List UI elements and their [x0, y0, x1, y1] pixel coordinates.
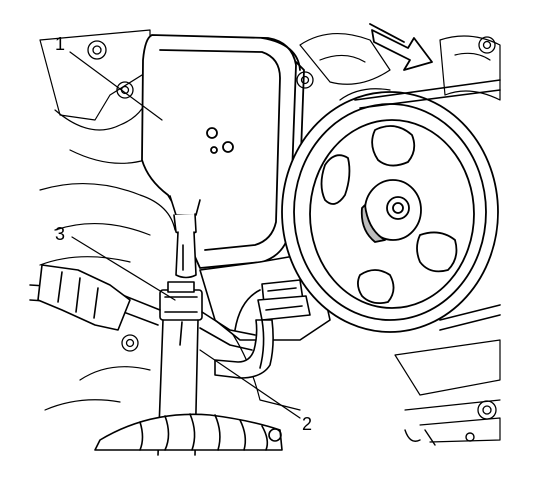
leader-line-2	[199, 349, 301, 419]
callout-1: 1	[55, 34, 65, 54]
double-outline-arrow-icon	[369, 23, 433, 71]
mount-bracket	[404, 429, 475, 446]
fluid-reservoir	[141, 34, 305, 269]
bolt-icon	[477, 400, 497, 420]
leader-line-1	[69, 51, 163, 121]
callout-3: 3	[55, 224, 65, 244]
bolt-icon	[116, 81, 134, 99]
callout-2: 2	[302, 414, 312, 434]
pressure-hose-fitting	[214, 279, 311, 379]
engine-bolt-icons	[87, 36, 497, 420]
bolt-icon	[87, 40, 107, 60]
bolt-icon	[121, 334, 139, 352]
bolt-icon	[478, 36, 496, 54]
callout-leaders	[69, 51, 301, 419]
bolt-icon	[296, 71, 314, 89]
reservoir-outlet-hose	[169, 195, 201, 279]
steering-rack-boot	[94, 413, 283, 451]
pump-pulley	[281, 91, 499, 333]
electrical-connector	[37, 264, 131, 331]
leader-line-3	[71, 236, 176, 301]
hose-clamp	[159, 281, 203, 321]
drive-belt	[354, 79, 501, 331]
